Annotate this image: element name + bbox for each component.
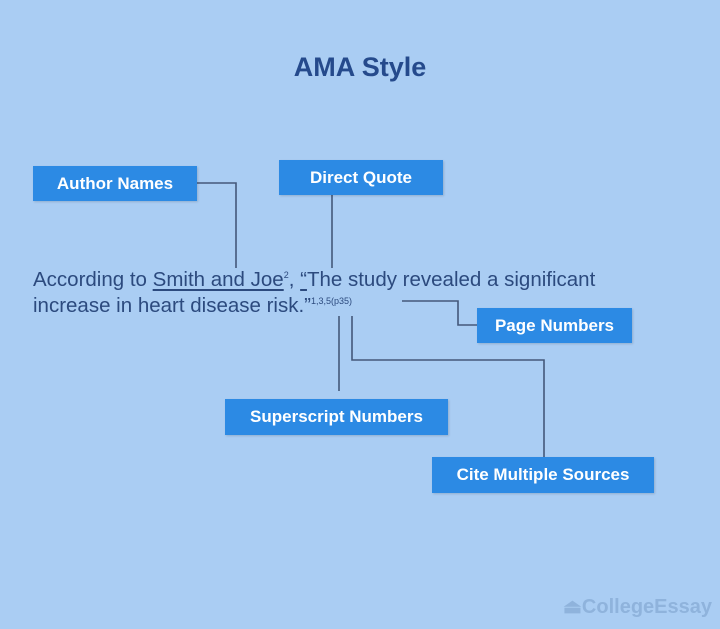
author-names-text: Smith and Joe: [152, 268, 284, 291]
label-page-numbers: Page Numbers: [477, 308, 632, 343]
quote-text: The study revealed a significant: [306, 268, 596, 291]
quote-mark: “: [300, 268, 307, 291]
sentence-line-1: According to Smith and Joe2, “The study …: [33, 268, 595, 292]
quote-text-2: increase in heart disease risk.”: [33, 294, 312, 317]
label-superscript-numbers: Superscript Numbers: [225, 399, 448, 435]
author-names-connector: [197, 182, 237, 268]
sentence-text: According to: [33, 268, 153, 291]
logo-text: CollegeEssay: [581, 596, 712, 618]
cite-multiple-connector: [351, 316, 545, 457]
sentence-line-2: increase in heart disease risk.”1,3,5(p3…: [33, 294, 352, 318]
page-title: AMA Style: [293, 52, 427, 82]
label-cite-multiple-sources: Cite Multiple Sources: [432, 457, 654, 493]
college-essay-logo: ⏏CollegeEssay: [563, 594, 712, 619]
label-author-names: Author Names: [33, 166, 197, 201]
page-numbers-connector: [402, 300, 477, 326]
logo-icon: ⏏: [563, 596, 582, 618]
citation-superscript: 1,3,5(p35): [311, 296, 353, 307]
author-superscript: 2: [283, 270, 289, 281]
comma: ,: [288, 268, 301, 291]
label-direct-quote: Direct Quote: [279, 160, 443, 195]
